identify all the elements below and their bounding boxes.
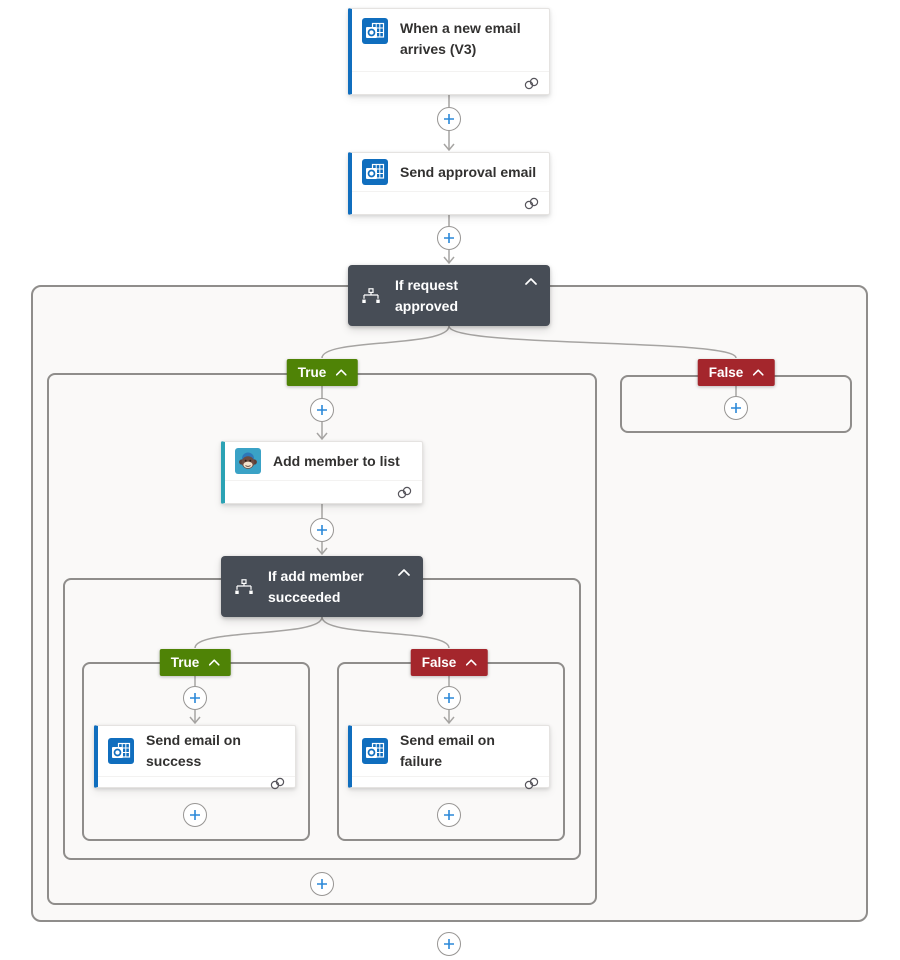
action-card-send-approval-email[interactable]: Send approval email: [348, 152, 550, 215]
card-title-row: Add member to list: [225, 442, 422, 480]
card-title-row: Send email on failure: [352, 726, 549, 776]
plus-icon: [316, 878, 328, 890]
action-card-send-email-on-failure[interactable]: Send email on failure: [348, 725, 550, 788]
connection-link-icon: [523, 197, 540, 210]
add-action-true-branch-button[interactable]: [310, 872, 334, 896]
branch-badge-inner-false[interactable]: False: [410, 649, 488, 676]
card-title-row: Send email on success: [98, 726, 295, 776]
branch-label: True: [170, 655, 200, 670]
add-action-after-condition-button[interactable]: [437, 932, 461, 956]
branch-label: True: [297, 365, 327, 380]
connection-link-icon: [269, 777, 286, 790]
card-footer: [352, 71, 549, 94]
branch-badge-true[interactable]: True: [286, 359, 358, 386]
insert-step-true-branch-button[interactable]: [310, 398, 334, 422]
add-action-inner-true-button[interactable]: [183, 803, 207, 827]
branch-label: False: [708, 365, 744, 380]
action-card-add-member-to-list[interactable]: Add member to list: [221, 441, 423, 504]
plus-icon: [443, 113, 455, 125]
chevron-up-icon: [335, 369, 346, 376]
condition-icon: [361, 288, 381, 304]
branch-label: False: [421, 655, 457, 670]
plus-icon: [443, 692, 455, 704]
plus-icon: [443, 809, 455, 821]
plus-icon: [316, 404, 328, 416]
card-title: If request approved: [395, 276, 459, 314]
mailchimp-icon: [235, 448, 261, 474]
insert-step-inner-true-button[interactable]: [183, 686, 207, 710]
plus-icon: [316, 524, 328, 536]
connection-link-icon: [523, 77, 540, 90]
condition-card-if-add-member-succeeded[interactable]: If add member succeeded: [221, 556, 423, 617]
outlook-icon: [362, 738, 388, 764]
insert-step-after-trigger-button[interactable]: [437, 107, 461, 131]
insert-step-after-approval-button[interactable]: [437, 226, 461, 250]
card-title: Send email on failure: [400, 732, 495, 769]
action-card-send-email-on-success[interactable]: Send email on success: [94, 725, 296, 788]
connection-link-icon: [396, 486, 413, 499]
card-title-row: Send approval email: [352, 153, 549, 191]
outlook-icon: [108, 738, 134, 764]
plus-icon: [443, 232, 455, 244]
outlook-icon: [362, 159, 388, 185]
branch-badge-false[interactable]: False: [697, 359, 775, 386]
chevron-up-icon: [208, 659, 219, 666]
connection-link-icon: [523, 777, 540, 790]
branch-badge-inner-true[interactable]: True: [159, 649, 231, 676]
chevron-up-icon: [465, 659, 476, 666]
card-footer: [98, 776, 295, 790]
card-title: When a new email arrives (V3): [400, 20, 521, 57]
chevron-up-icon[interactable]: [525, 278, 537, 285]
condition-icon: [234, 579, 254, 595]
chevron-up-icon: [752, 369, 763, 376]
condition-card-if-request-approved[interactable]: If request approved: [348, 265, 550, 326]
insert-step-after-add-member-button[interactable]: [310, 518, 334, 542]
card-title: If add member succeeded: [268, 567, 364, 605]
card-footer: [352, 776, 549, 790]
outlook-icon: [362, 18, 388, 44]
plus-icon: [189, 692, 201, 704]
plus-icon: [189, 809, 201, 821]
card-footer: [352, 191, 549, 214]
card-title: Add member to list: [273, 452, 400, 469]
card-footer: [225, 480, 422, 503]
add-action-false-branch-button[interactable]: [724, 396, 748, 420]
trigger-card-when-new-email[interactable]: When a new email arrives (V3): [348, 8, 550, 95]
add-action-inner-false-button[interactable]: [437, 803, 461, 827]
plus-icon: [730, 402, 742, 414]
insert-step-inner-false-button[interactable]: [437, 686, 461, 710]
plus-icon: [443, 938, 455, 950]
chevron-up-icon[interactable]: [398, 569, 410, 576]
card-title: Send approval email: [400, 163, 537, 180]
card-title-row: When a new email arrives (V3): [352, 9, 549, 71]
card-title: Send email on success: [146, 732, 241, 769]
